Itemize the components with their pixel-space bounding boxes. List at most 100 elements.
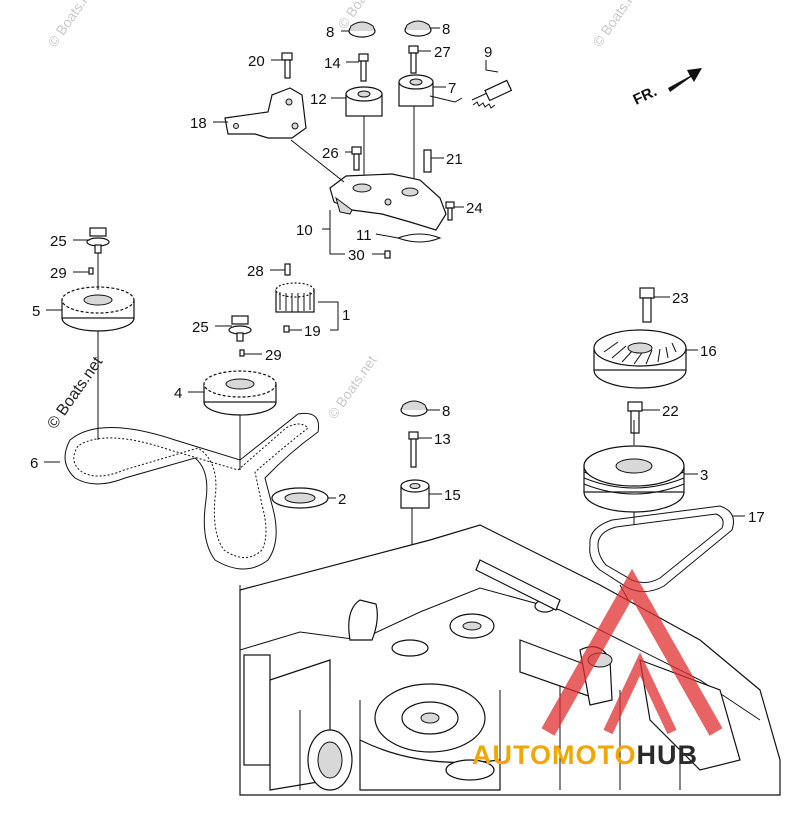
stud-21 (423, 149, 432, 173)
bolt-13-head (408, 431, 419, 440)
callout-3: 3 (700, 467, 708, 484)
callout-1: 1 (342, 307, 350, 324)
bolt-25-shank (236, 332, 244, 342)
callout-14: 14 (324, 55, 341, 72)
bracket-18-hole (285, 98, 293, 106)
watermark-layer: © Boats.net © Boats.net © Boats.net © Bo… (44, 0, 644, 432)
guide-plate-2-center (284, 492, 316, 504)
fan-16-blades (603, 341, 677, 365)
callout-16: 16 (700, 343, 717, 360)
cam-pulley-5-edge (61, 300, 135, 318)
timing-belt-6-teeth (73, 423, 309, 558)
engine-cam-hub (420, 712, 440, 724)
tensioner-pulley-7-hub (409, 78, 423, 86)
brand-triangle-icon (541, 568, 723, 736)
pin-9-sleeve (484, 79, 513, 102)
pin-29 (239, 349, 245, 357)
callout-27: 27 (434, 44, 451, 61)
callout-7: 7 (448, 80, 456, 97)
crank-sprocket-1-teeth (279, 292, 311, 312)
callout-24: 24 (466, 200, 483, 217)
callout-6: 6 (30, 455, 38, 472)
leader-line (322, 228, 345, 255)
leader-line (290, 139, 345, 183)
engine-side-wall (243, 654, 271, 766)
bolt-25-shank (94, 244, 102, 254)
bolt-14-shank (360, 60, 367, 82)
bolt-26-head (351, 146, 362, 155)
engine-rail (475, 559, 561, 611)
idler-15-assembly (400, 400, 433, 650)
crank-sprocket-1-top (275, 282, 315, 298)
callout-28: 28 (247, 263, 264, 280)
leader-line (318, 301, 339, 331)
v-belt-17-outer (589, 505, 734, 592)
bolt-27-shank (410, 52, 417, 74)
engine-boss (391, 639, 429, 657)
mount-plate-10-hole (384, 198, 392, 206)
watermark-boats: © Boats.net (324, 352, 379, 421)
bolt-24-shank (447, 207, 453, 221)
callout-13: 13 (434, 431, 451, 448)
callout-22: 22 (662, 403, 679, 420)
callout-12: 12 (310, 91, 327, 108)
callout-10: 10 (296, 222, 313, 239)
engine-right-cover (639, 659, 741, 771)
pin-29 (88, 267, 94, 275)
callout-labels: 8 8 20 14 27 9 7 12 18 26 21 24 10 11 30… (30, 21, 765, 526)
key-19 (283, 325, 290, 333)
callout-21: 21 (446, 151, 463, 168)
mount-plate-10-edge (335, 196, 353, 215)
callout-2: 2 (338, 491, 346, 508)
callout-29: 29 (265, 347, 282, 364)
crank-pulley-3-edge (583, 466, 685, 492)
idler-bracket-assembly (224, 20, 513, 259)
callout-9: 9 (484, 44, 492, 61)
engine-cylinder-bore (317, 741, 343, 779)
bolt-23-shank (642, 297, 652, 323)
bracket-18 (224, 87, 307, 139)
front-direction-indicator: FR. (631, 68, 702, 109)
callout-8: 8 (326, 24, 334, 41)
cap-8-left-top (348, 21, 376, 32)
cam-pulley-4-hub (225, 378, 255, 390)
brand-wordmark: AUTOMOTOHUB (472, 740, 698, 770)
leader-line (375, 233, 399, 239)
crank-pulley-assembly (583, 287, 734, 641)
bolt-22-shank (630, 410, 640, 434)
callout-25: 25 (50, 233, 67, 250)
cap-8-right-top (404, 20, 432, 31)
watermark-boats: © Boats.net (589, 0, 644, 50)
bolt-22-head (627, 401, 643, 412)
callout-15: 15 (444, 487, 461, 504)
mount-plate-10-boss (352, 183, 372, 193)
idler-pulley-15-hub (409, 483, 421, 489)
callout-4: 4 (174, 385, 182, 402)
bolt-14-head (358, 53, 369, 62)
callout-18: 18 (190, 115, 207, 132)
v-belt-17-inner (597, 513, 724, 584)
callout-29: 29 (50, 265, 67, 282)
bracket-18-hole (233, 123, 239, 129)
timing-belt-6-outer (64, 412, 320, 570)
callout-20: 20 (248, 53, 265, 70)
callout-5: 5 (32, 303, 40, 320)
pin-28 (284, 263, 291, 276)
bolt-25-head (231, 315, 249, 325)
bolt-20-shank (284, 59, 291, 79)
callout-19: 19 (304, 323, 321, 340)
engine-outline (239, 524, 781, 796)
o-ring-11 (396, 233, 442, 243)
cam-pulley-5-hub (83, 294, 113, 306)
front-label: FR. (631, 83, 660, 109)
cam-pulley-4-edge (203, 384, 277, 402)
callout-26: 26 (322, 145, 339, 162)
engine-plug (445, 759, 495, 781)
mount-plate-10-boss (401, 187, 419, 197)
front-arrow-icon (668, 68, 702, 92)
callout-8: 8 (442, 403, 450, 420)
bolt-13-shank (410, 438, 417, 468)
callout-11: 11 (356, 227, 372, 244)
leader-line (485, 60, 499, 73)
bolt-26-shank (353, 153, 360, 171)
